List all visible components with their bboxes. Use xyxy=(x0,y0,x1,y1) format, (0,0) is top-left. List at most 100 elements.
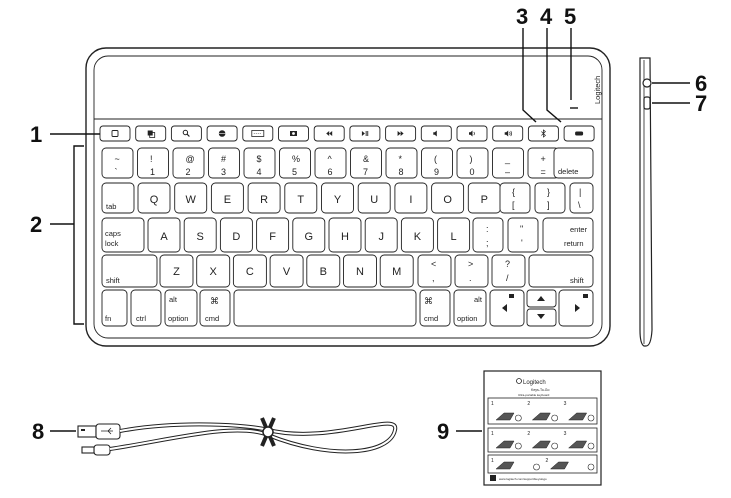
micro-usb-plug-tip xyxy=(81,446,95,454)
key-return[interactable]: enter return xyxy=(542,217,594,253)
key-semicolon[interactable]: : ; xyxy=(472,217,504,253)
key-qwerty-3[interactable]: R xyxy=(247,182,281,214)
key-home-8[interactable]: L xyxy=(437,217,471,253)
key-home-2[interactable]: D xyxy=(219,217,253,253)
key-delete[interactable]: delete xyxy=(553,147,594,179)
key-quote-bottom: ' xyxy=(521,238,523,248)
key-arrow-up[interactable] xyxy=(526,289,557,308)
key-number-10[interactable]: )0 xyxy=(456,147,489,179)
key-search[interactable] xyxy=(170,125,202,142)
key-bottom-4[interactable]: B xyxy=(306,254,341,288)
key-quote[interactable]: " ' xyxy=(507,217,539,253)
key-letter-label: G xyxy=(305,231,314,243)
key-qwerty-4[interactable]: T xyxy=(284,182,318,214)
key-period[interactable]: > . xyxy=(454,254,489,288)
key-option-left[interactable]: alt option xyxy=(164,289,198,327)
key-screenshot[interactable] xyxy=(278,125,309,142)
key-qwerty-1[interactable]: W xyxy=(174,182,208,214)
key-arrow-right[interactable] xyxy=(558,289,594,327)
key-qwerty-5[interactable]: Y xyxy=(321,182,354,214)
key-letter-label: I xyxy=(409,194,412,206)
key-home-7[interactable]: K xyxy=(400,217,434,253)
key-number-5[interactable]: %5 xyxy=(279,147,311,179)
key-cmd-left-label: cmd xyxy=(205,314,219,323)
key-arrow-left[interactable] xyxy=(489,289,525,327)
key-bottom-2[interactable]: C xyxy=(232,254,267,288)
key-option-left-label: option xyxy=(168,314,188,323)
key-cmd-right[interactable]: ⌘ cmd xyxy=(419,289,451,327)
key-bottom-5[interactable]: N xyxy=(343,254,377,288)
key-number-bottom-label: 0 xyxy=(470,167,475,177)
key-comma[interactable]: < , xyxy=(417,254,452,288)
callout-9: 9 xyxy=(437,419,449,444)
key-qwerty-6[interactable]: U xyxy=(357,182,391,214)
key-next-track[interactable] xyxy=(385,125,417,142)
key-number-4[interactable]: $4 xyxy=(243,147,276,179)
key-number-2[interactable]: @2 xyxy=(172,147,205,179)
key-home-4[interactable]: G xyxy=(292,217,326,253)
key-number-0[interactable]: ~` xyxy=(101,147,134,179)
key-number-9[interactable]: (9 xyxy=(421,147,453,179)
key-arrow-down[interactable] xyxy=(526,308,557,327)
key-play-pause[interactable] xyxy=(349,125,381,142)
key-number-7[interactable]: &7 xyxy=(350,147,382,179)
key-volume-up[interactable] xyxy=(492,125,524,142)
key-number-6[interactable]: ^6 xyxy=(314,147,347,179)
key-battery[interactable] xyxy=(563,125,595,142)
key-number-11[interactable]: _– xyxy=(492,147,524,179)
key-shift-left[interactable]: shift xyxy=(101,254,158,288)
key-number-12[interactable]: += xyxy=(527,147,560,179)
key-home[interactable] xyxy=(99,125,131,142)
key-letter-label: K xyxy=(414,231,422,243)
key-bottom-1[interactable]: X xyxy=(196,254,231,288)
key-bottom-3[interactable]: V xyxy=(269,254,304,288)
key-number-3[interactable]: #3 xyxy=(208,147,240,179)
key-home-6[interactable]: J xyxy=(364,217,398,253)
key-slash[interactable]: ? / xyxy=(491,254,526,288)
key-qwerty-0[interactable]: Q xyxy=(137,182,171,214)
key-letter-label: J xyxy=(378,231,384,243)
key-tab[interactable]: tab xyxy=(101,182,135,214)
keyboard: Logitech ~`!1@2#3$4%5^6&7*8(9)0_–+= dele… xyxy=(85,47,611,347)
key-shift-right[interactable]: shift xyxy=(528,254,594,288)
key-qwerty-8[interactable]: O xyxy=(431,182,465,214)
key-globe[interactable] xyxy=(206,125,238,142)
key-option-right[interactable]: alt option xyxy=(453,289,487,327)
leaflet-step-number: 3 xyxy=(564,431,567,437)
key-app-switch[interactable] xyxy=(135,125,167,142)
key-pipe[interactable]: | \ xyxy=(569,182,594,214)
key-qwerty-7[interactable]: I xyxy=(394,182,428,214)
leaflet-detail-icon xyxy=(515,442,522,450)
key-qwerty-2[interactable]: E xyxy=(210,182,244,214)
key-letter-label: R xyxy=(260,194,268,206)
key-number-8[interactable]: *8 xyxy=(385,147,418,179)
key-home-1[interactable]: S xyxy=(183,217,217,253)
key-virtual-keyboard[interactable] xyxy=(242,125,274,142)
key-fn[interactable]: fn xyxy=(101,289,128,327)
key-bluetooth[interactable] xyxy=(527,125,559,142)
key-qwerty-9[interactable]: P xyxy=(467,182,501,214)
key-home-3[interactable]: F xyxy=(256,217,290,253)
key-home-5[interactable]: H xyxy=(328,217,362,253)
key-number-1[interactable]: !1 xyxy=(137,147,169,179)
key-bracket-left[interactable]: { [ xyxy=(499,182,531,214)
key-caps-lock[interactable]: caps lock xyxy=(101,217,145,253)
key-bottom-6[interactable]: M xyxy=(379,254,414,288)
key-cmd-left[interactable]: ⌘ cmd xyxy=(199,289,231,327)
key-mute[interactable] xyxy=(420,125,452,142)
callout-numbers: 1 2 3 4 5 6 7 8 9 xyxy=(30,4,707,444)
mute-icon xyxy=(433,130,437,137)
callout-4: 4 xyxy=(540,4,553,29)
key-bracket-right[interactable]: } ] xyxy=(534,182,566,214)
key-number-bottom-label: 9 xyxy=(434,167,439,177)
cable-tie-center xyxy=(262,426,274,438)
key-ctrl[interactable]: ctrl xyxy=(130,289,162,327)
key-space[interactable] xyxy=(233,289,417,327)
key-home-0[interactable]: A xyxy=(147,217,181,253)
key-volume-down[interactable] xyxy=(456,125,488,142)
key-number-top-label: _ xyxy=(504,154,511,164)
key-previous-track[interactable] xyxy=(313,125,345,142)
key-bottom-0[interactable]: Z xyxy=(159,254,194,288)
